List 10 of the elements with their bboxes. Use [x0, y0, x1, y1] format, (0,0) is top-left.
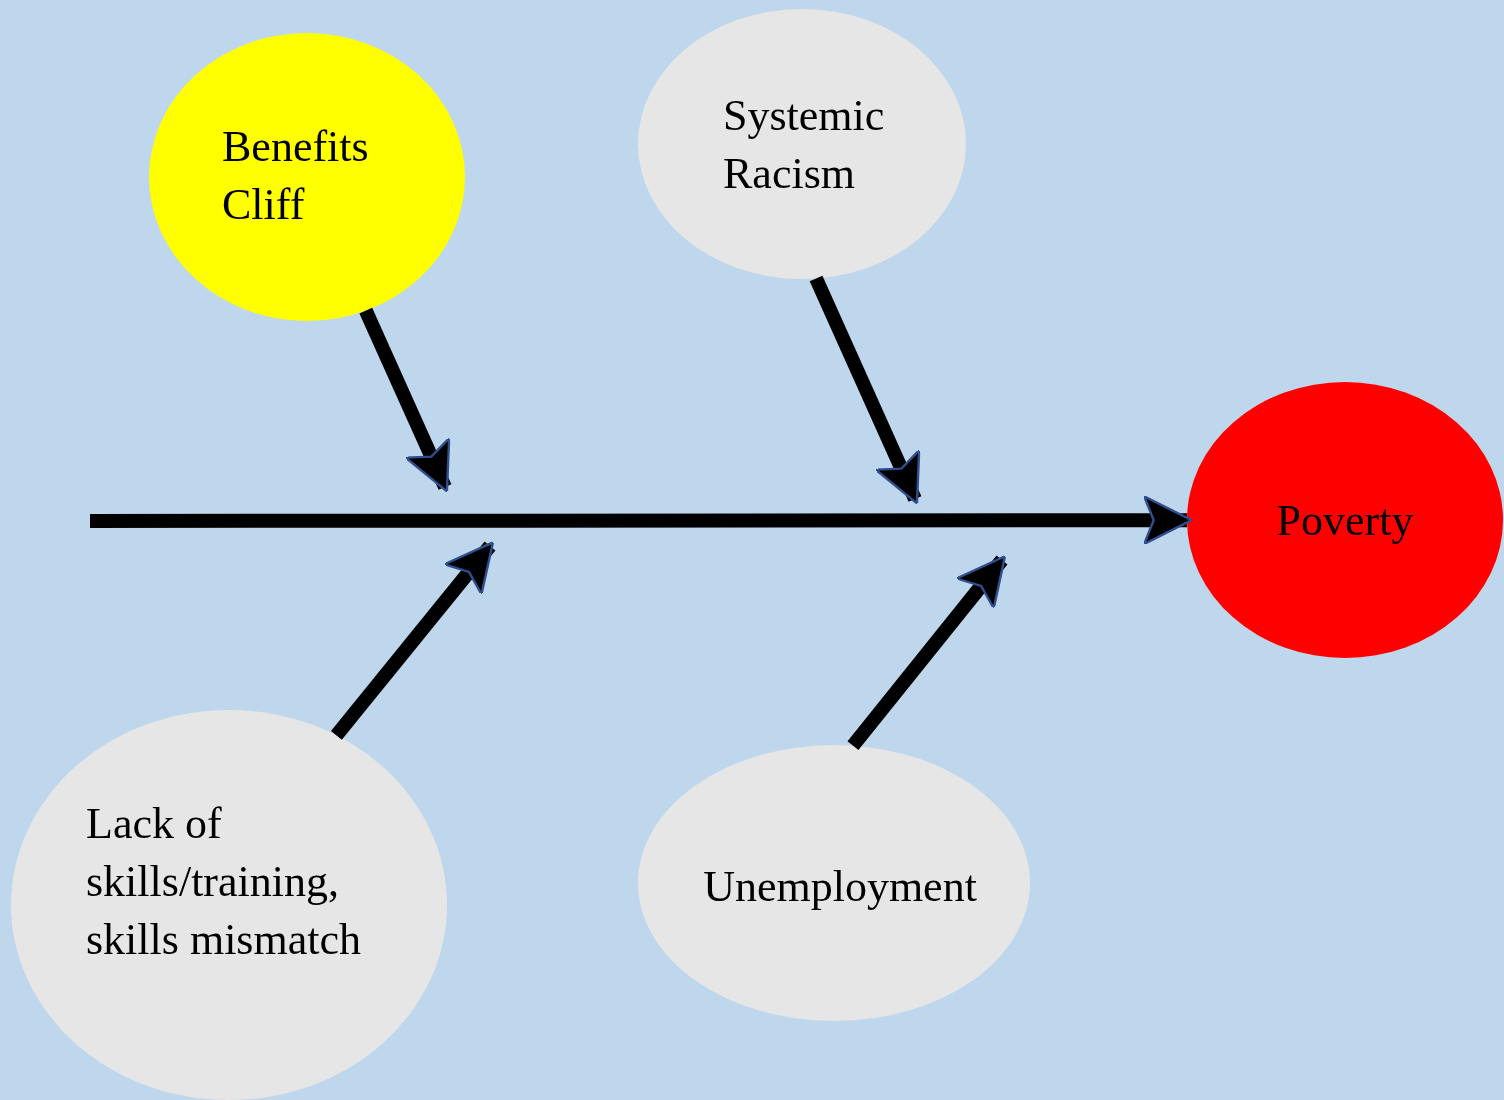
arrow: [330, 541, 496, 740]
node-label: Lack of skills/training, skills mismatch: [86, 798, 362, 966]
node-label: Benefits Cliff: [222, 121, 370, 231]
node-label: Systemic Racism: [723, 90, 886, 200]
node-label: Unemployment: [702, 861, 978, 913]
arrow: [359, 307, 452, 493]
node-label: Poverty: [1275, 495, 1415, 547]
arrow: [847, 555, 1008, 751]
arrow: [809, 275, 922, 505]
arrow: [90, 495, 1193, 546]
